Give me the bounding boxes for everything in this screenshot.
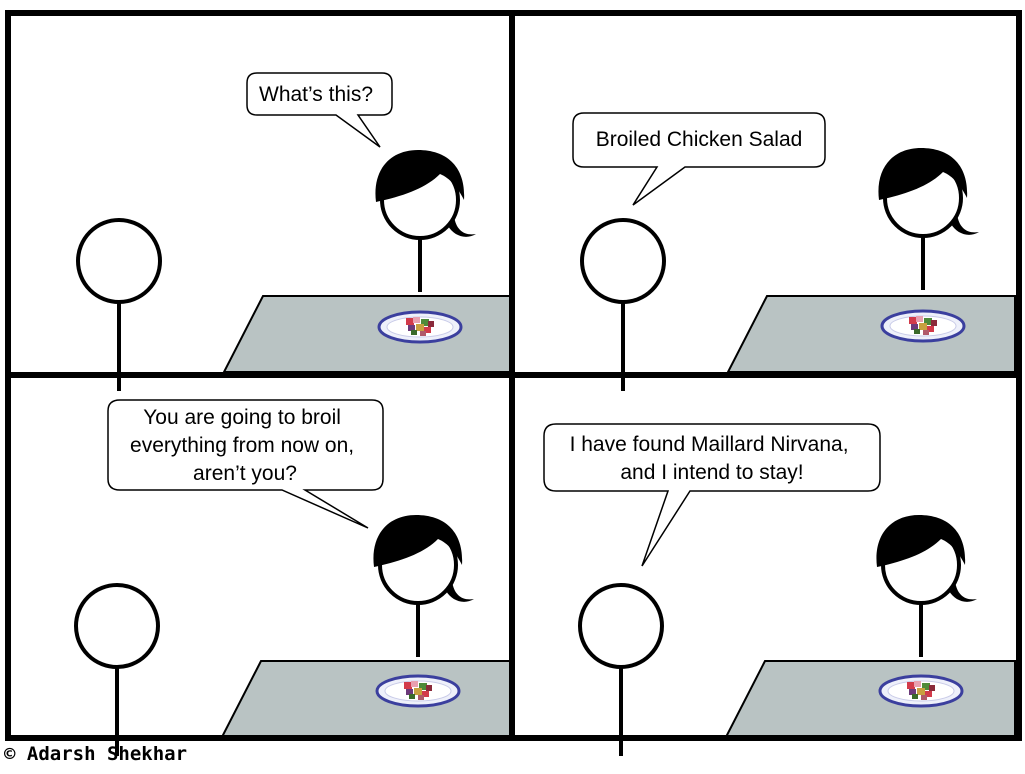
panel-4: I have found Maillard Nirvana, and I int… <box>543 423 1016 758</box>
stick-figure-girl <box>876 146 981 292</box>
panel-frames <box>5 10 1022 741</box>
stick-figure-boy <box>580 218 666 393</box>
salad-plate-icon <box>880 309 966 343</box>
speech-line: everything from now on, <box>130 434 354 457</box>
stick-figure-boy <box>76 218 162 393</box>
table <box>726 295 1016 373</box>
stick-figure-boy <box>578 583 664 758</box>
salad-plate-icon <box>878 674 964 708</box>
speech-bubble: You are going to broil everything from n… <box>107 399 384 529</box>
svg-text:Broiled Chicken Salad: Broiled Chicken Salad <box>596 128 803 151</box>
salad-plate-icon <box>377 310 463 344</box>
panel-2: Broiled Chicken Salad <box>572 112 1016 393</box>
panel-3: You are going to broil everything from n… <box>74 399 511 758</box>
speech-line: and I intend to stay! <box>620 461 803 484</box>
stick-figure-girl <box>874 513 979 659</box>
copyright-credit: © Adarsh Shekhar <box>4 743 188 765</box>
svg-text:What’s this?: What’s this? <box>259 83 373 106</box>
speech-bubble: Broiled Chicken Salad <box>572 112 826 206</box>
salad-plate-icon <box>375 674 461 708</box>
speech-bubble: I have found Maillard Nirvana, and I int… <box>543 423 881 567</box>
table <box>724 660 1016 738</box>
stick-figure-girl <box>371 513 476 659</box>
stick-figure-boy <box>74 583 160 758</box>
speech-line: aren’t you? <box>193 462 297 485</box>
speech-line: I have found Maillard Nirvana, <box>570 433 849 456</box>
stick-figure-girl <box>373 148 478 294</box>
panel-1: What’s this? <box>76 72 511 393</box>
speech-bubble: What’s this? <box>246 72 393 148</box>
speech-line: What’s this? <box>259 83 373 106</box>
speech-line: Broiled Chicken Salad <box>596 128 803 151</box>
table <box>220 660 511 738</box>
svg-text:I have found Maillard Nirvana,: I have found Maillard Nirvana, and I int… <box>570 433 855 484</box>
svg-text:You are going to broil: You are going to broil everything from n… <box>130 406 360 485</box>
speech-line: You are going to broil <box>143 406 341 429</box>
table <box>222 295 511 373</box>
